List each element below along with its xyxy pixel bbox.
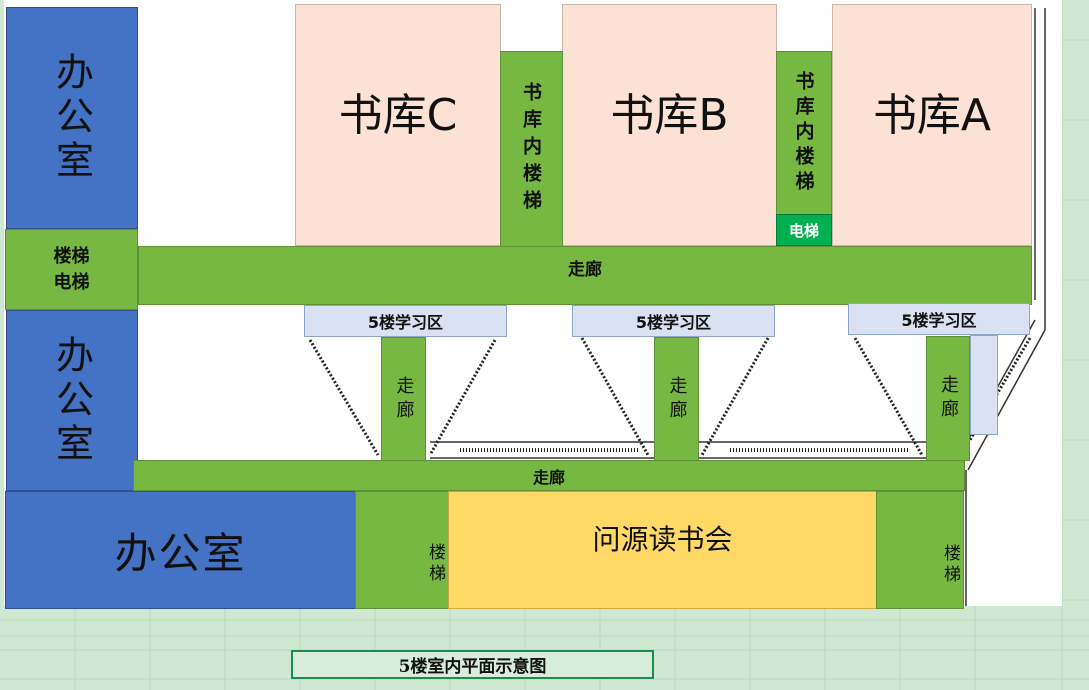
- corridor-vertical-1: 走廊: [381, 337, 426, 462]
- corridor-upper: 走廊: [138, 246, 1032, 305]
- study-area-right: 5楼学习区: [848, 303, 1030, 335]
- stair-left-label: 楼梯: [53, 245, 90, 267]
- study-area-right-extension: [970, 335, 998, 435]
- stair-bottom-left: 楼梯: [355, 491, 449, 609]
- inner-stair-c-b: 书库内楼梯: [500, 51, 563, 247]
- elevator-stack-ba: 电梯: [776, 214, 832, 246]
- corridor-lower: 走廊: [133, 460, 965, 491]
- reading-club-room: 问源读书会: [448, 491, 877, 609]
- elevator-left-label: 电梯: [53, 271, 90, 293]
- study-area-left: 5楼学习区: [304, 305, 507, 337]
- office-bottom-left: 办公室: [5, 491, 356, 609]
- office-upper-left: 办公室: [6, 7, 138, 229]
- stair-bottom-right: 楼梯: [876, 491, 964, 609]
- book-stack-a: 书库A: [832, 4, 1032, 246]
- book-stack-c: 书库C: [295, 4, 501, 246]
- book-stack-b: 书库B: [562, 4, 777, 246]
- stair-elevator-left: 楼梯 电梯: [5, 229, 138, 310]
- corridor-vertical-2: 走廊: [654, 337, 699, 462]
- plan-caption[interactable]: 5楼室内平面示意图: [291, 650, 654, 679]
- corridor-vertical-3: 走廊: [926, 336, 970, 461]
- office-middle-left: 办公室: [6, 310, 138, 491]
- study-area-middle: 5楼学习区: [572, 305, 775, 337]
- inner-stair-b-a: 书库内楼梯: [776, 51, 832, 215]
